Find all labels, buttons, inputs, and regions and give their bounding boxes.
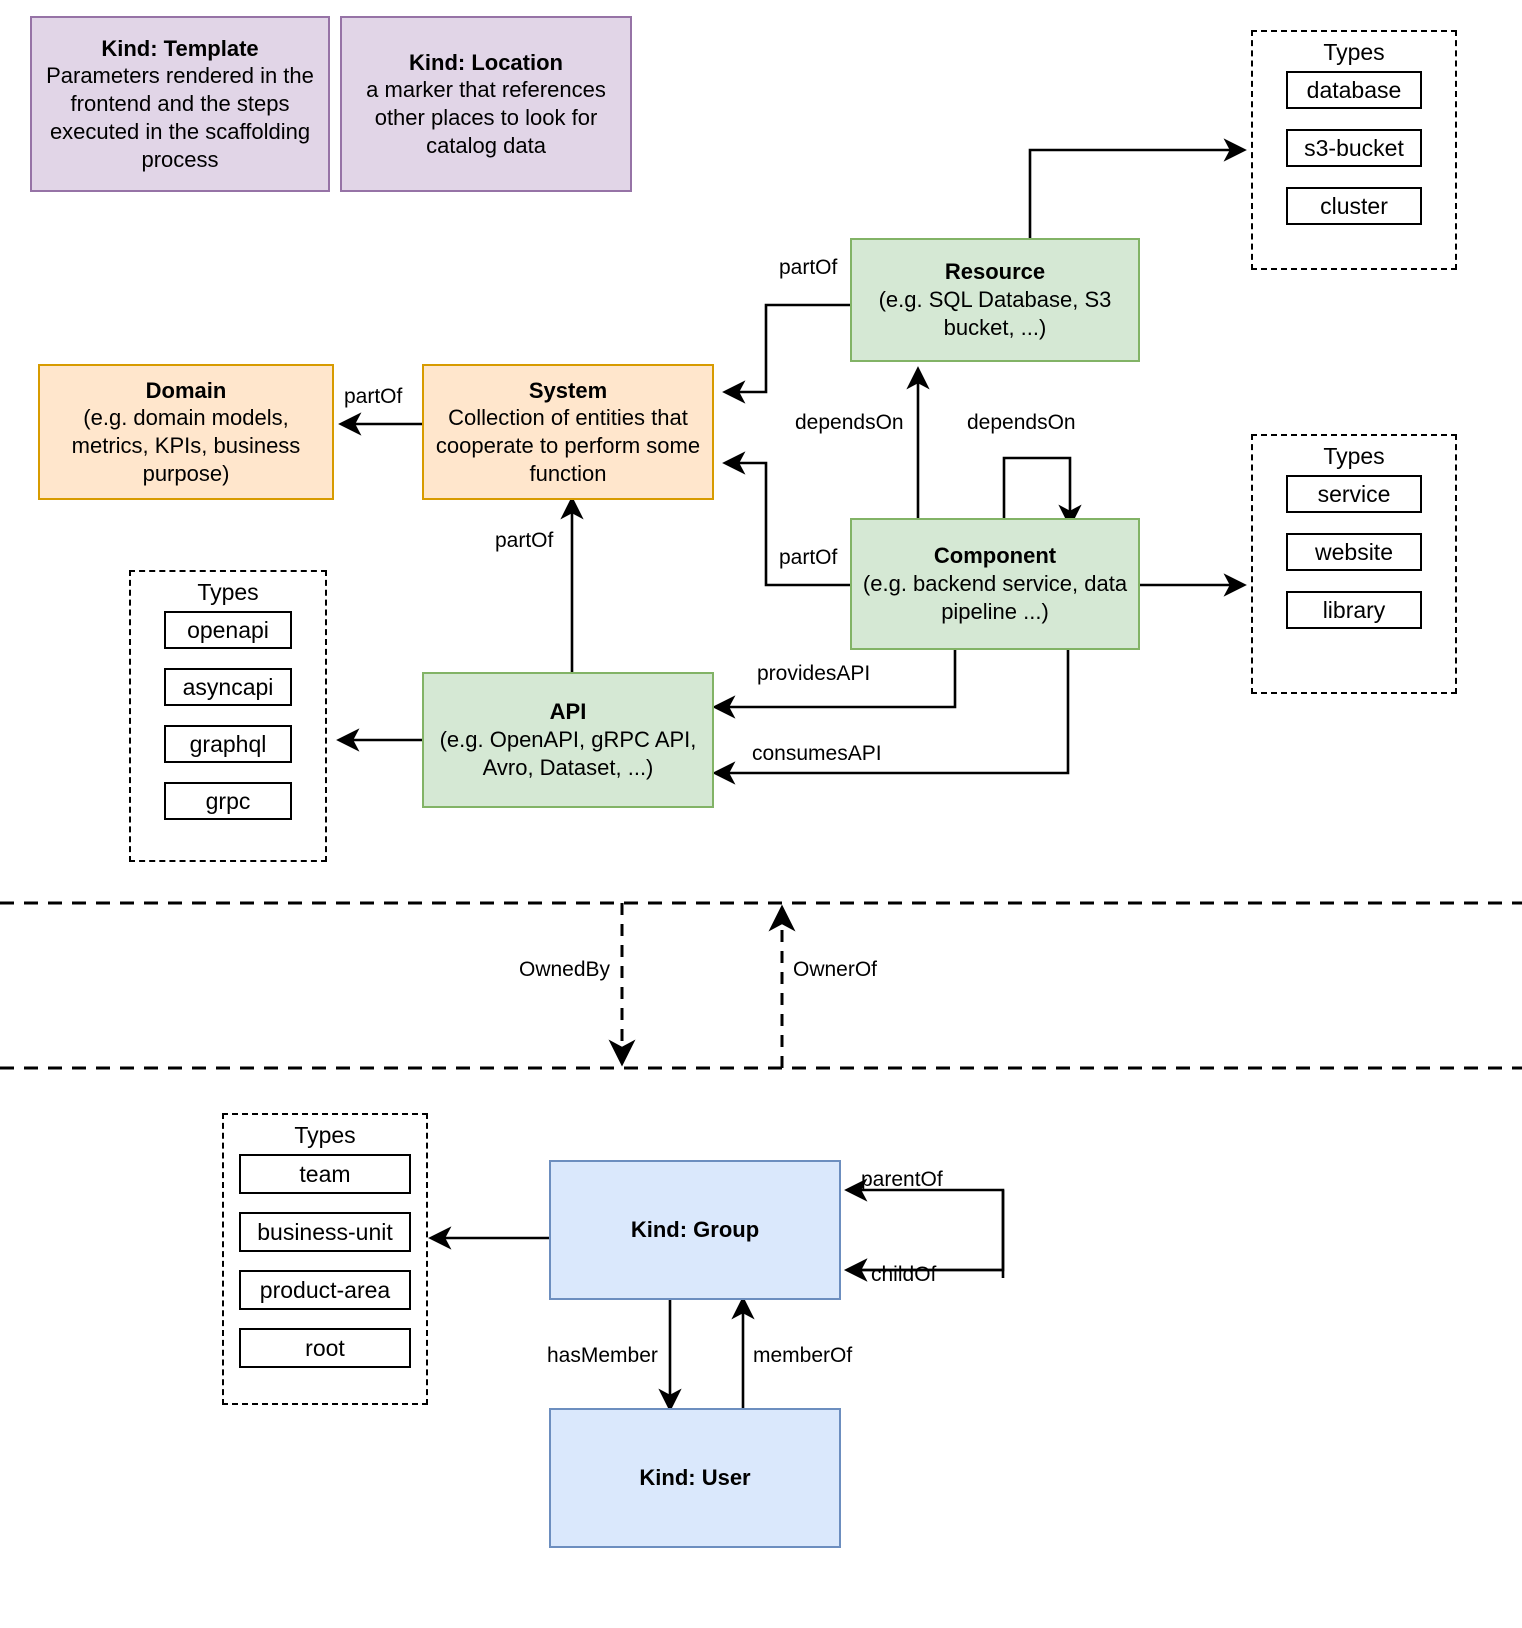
type-chip-database[interactable]: database — [1286, 71, 1422, 110]
types-box-resource-title: Types — [1323, 39, 1385, 65]
types-box-group-title: Types — [294, 1122, 356, 1148]
node-kind-location-title: Kind: Location — [409, 49, 563, 75]
edge-label-user-memberof: memberOf — [753, 1344, 853, 1367]
type-chip-business-unit[interactable]: business-unit — [239, 1212, 411, 1253]
node-kind-template-subtitle: Parameters rendered in the frontend and … — [46, 63, 314, 172]
node-resource-title: Resource — [944, 259, 1046, 285]
edge-label-system-partof-domain: partOf — [344, 385, 403, 408]
edge-resource-to-types — [1028, 138, 1247, 238]
node-api-subtitle: (e.g. OpenAPI, gRPC API, Avro, Dataset, … — [439, 727, 697, 780]
node-domain-subtitle: (e.g. domain models, metrics, KPIs, busi… — [71, 405, 301, 486]
type-chip-openapi[interactable]: openapi — [164, 611, 292, 650]
node-component-subtitle: (e.g. backend service, data pipeline ...… — [862, 571, 1128, 624]
node-resource-subtitle: (e.g. SQL Database, S3 bucket, ...) — [878, 287, 1112, 340]
edge-component-dependson-self — [1002, 456, 1082, 528]
edge-label-resource-partof-system: partOf — [779, 256, 838, 279]
node-resource[interactable]: Resource (e.g. SQL Database, S3 bucket, … — [850, 238, 1140, 362]
node-domain[interactable]: Domain (e.g. domain models, metrics, KPI… — [38, 364, 334, 500]
edge-label-component-providesapi: providesAPI — [757, 662, 871, 685]
type-chip-asyncapi[interactable]: asyncapi — [164, 668, 292, 707]
types-box-component-title: Types — [1323, 443, 1385, 469]
edge-label-group-parentof: parentOf — [861, 1168, 943, 1191]
node-kind-group[interactable]: Kind: Group — [549, 1160, 841, 1300]
types-box-component: Types service website library — [1251, 434, 1457, 694]
node-api-title: API — [549, 699, 587, 725]
types-box-group: Types team business-unit product-area ro… — [222, 1113, 428, 1405]
node-component-title: Component — [933, 543, 1057, 569]
node-system-title: System — [528, 377, 608, 403]
node-kind-user-title: Kind: User — [639, 1465, 751, 1491]
type-chip-s3-bucket[interactable]: s3-bucket — [1286, 129, 1422, 168]
edge-label-component-partof-system: partOf — [779, 546, 838, 569]
edge-label-group-hasmember: hasMember — [547, 1344, 658, 1367]
node-system-subtitle: Collection of entities that cooperate to… — [435, 405, 701, 486]
types-box-api-title: Types — [197, 579, 259, 605]
node-kind-location[interactable]: Kind: Location a marker that references … — [340, 16, 632, 192]
types-box-api: Types openapi asyncapi graphql grpc — [129, 570, 327, 862]
edge-label-resource-dependson: dependsOn — [795, 411, 904, 434]
node-kind-user[interactable]: Kind: User — [549, 1408, 841, 1548]
edge-label-api-partof-system: partOf — [495, 529, 554, 552]
edge-label-group-childof: childOf — [871, 1263, 937, 1286]
node-domain-title: Domain — [145, 377, 227, 403]
type-chip-library[interactable]: library — [1286, 591, 1422, 630]
edge-label-component-consumesapi: consumesAPI — [752, 742, 882, 765]
type-chip-root[interactable]: root — [239, 1328, 411, 1369]
type-chip-grpc[interactable]: grpc — [164, 782, 292, 821]
types-box-resource: Types database s3-bucket cluster — [1251, 30, 1457, 270]
type-chip-product-area[interactable]: product-area — [239, 1270, 411, 1311]
node-component[interactable]: Component (e.g. backend service, data pi… — [850, 518, 1140, 650]
type-chip-cluster[interactable]: cluster — [1286, 187, 1422, 226]
edge-label-component-dependson-self: dependsOn — [967, 411, 1076, 434]
node-kind-template[interactable]: Kind: Template Parameters rendered in th… — [30, 16, 330, 192]
type-chip-team[interactable]: team — [239, 1154, 411, 1195]
node-kind-template-title: Kind: Template — [101, 35, 259, 61]
edge-label-ownerof: OwnerOf — [793, 958, 878, 981]
type-chip-website[interactable]: website — [1286, 533, 1422, 572]
node-system[interactable]: System Collection of entities that coope… — [422, 364, 714, 500]
type-chip-graphql[interactable]: graphql — [164, 725, 292, 764]
edge-label-ownedby: OwnedBy — [519, 958, 611, 981]
edge-resource-partof-system — [722, 303, 850, 404]
node-kind-location-subtitle: a marker that references other places to… — [366, 77, 606, 158]
node-api[interactable]: API (e.g. OpenAPI, gRPC API, Avro, Datas… — [422, 672, 714, 808]
type-chip-service[interactable]: service — [1286, 475, 1422, 514]
node-kind-group-title: Kind: Group — [630, 1217, 760, 1243]
edge-group-childof-line — [844, 1190, 1005, 1282]
